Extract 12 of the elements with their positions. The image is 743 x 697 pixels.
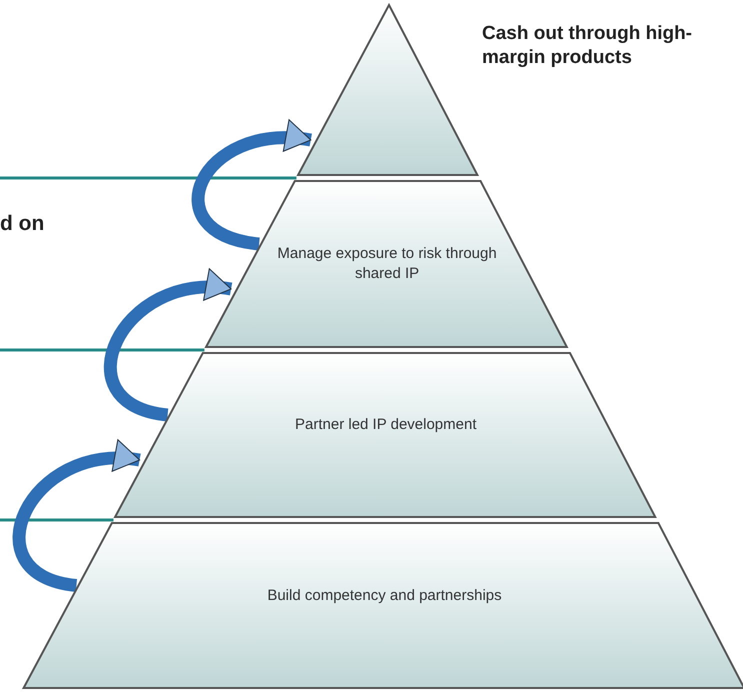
curved-arrow <box>192 121 312 250</box>
pyramid-tier <box>23 523 743 688</box>
tier-label: Manage exposure to risk through shared IP <box>276 244 498 284</box>
pyramid-tier <box>115 353 656 517</box>
heading-text: Cash out through high-margin products <box>482 22 694 70</box>
curved-arrow <box>13 442 140 592</box>
pyramid-tier <box>298 5 478 175</box>
pyramid-tier <box>206 181 567 347</box>
tier-label: Build competency and partnerships <box>266 586 503 606</box>
tier-label: Partner led IP development <box>294 415 478 435</box>
curved-arrow <box>104 270 232 422</box>
cut-off-text: d on <box>0 212 44 236</box>
